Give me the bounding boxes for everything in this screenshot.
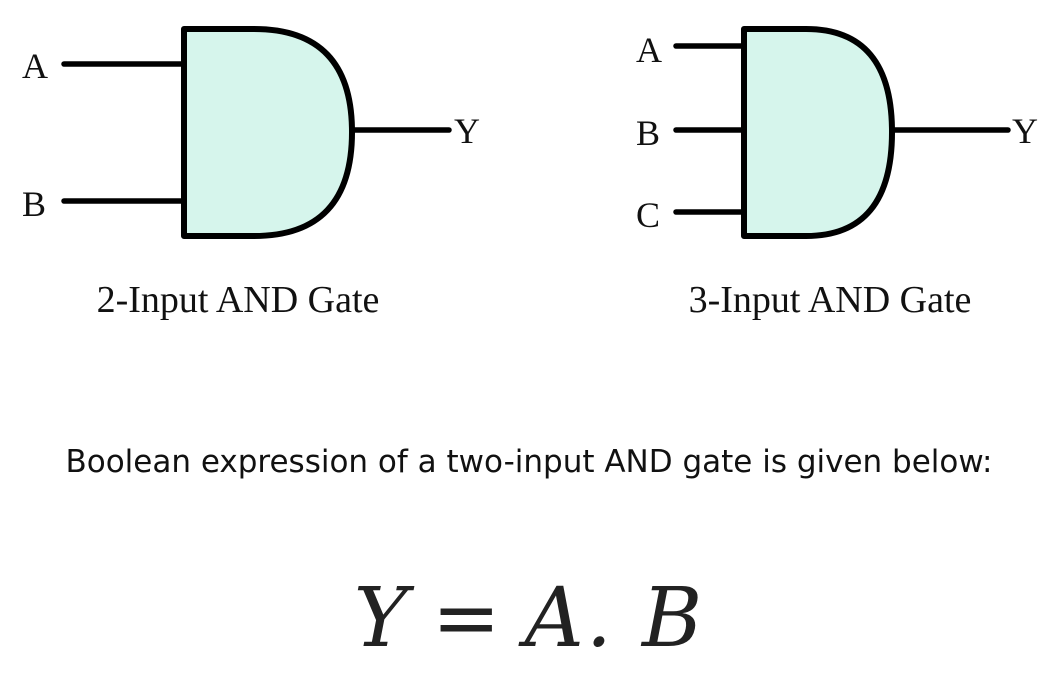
three-input-gate-body bbox=[741, 26, 895, 239]
and-gate-diagrams: A B Y 2-Input AND Gate A B C Y 3-Input A… bbox=[22, 26, 1038, 321]
two-input-caption: 2-Input AND Gate bbox=[97, 279, 380, 321]
two-input-pin-y: Y bbox=[454, 111, 480, 151]
two-input-pin-a: A bbox=[22, 46, 48, 86]
three-input-and-gate: A B C Y 3-Input AND Gate bbox=[636, 26, 1038, 321]
three-input-pin-c: C bbox=[636, 195, 660, 235]
boolean-expression: Y=A. B bbox=[0, 571, 1058, 666]
two-input-pin-b: B bbox=[22, 184, 46, 224]
three-input-pin-b: B bbox=[636, 113, 660, 153]
expression-inputs: A. B bbox=[524, 571, 705, 666]
three-input-pin-a: A bbox=[636, 30, 662, 70]
three-input-caption: 3-Input AND Gate bbox=[689, 279, 972, 321]
expression-output: Y bbox=[353, 571, 410, 666]
two-input-gate-body bbox=[181, 26, 355, 239]
three-input-pin-y: Y bbox=[1012, 111, 1038, 151]
expression-description: Boolean expression of a two-input AND ga… bbox=[65, 444, 993, 480]
two-input-and-gate: A B Y 2-Input AND Gate bbox=[22, 26, 480, 321]
expression-equals: = bbox=[431, 571, 503, 666]
